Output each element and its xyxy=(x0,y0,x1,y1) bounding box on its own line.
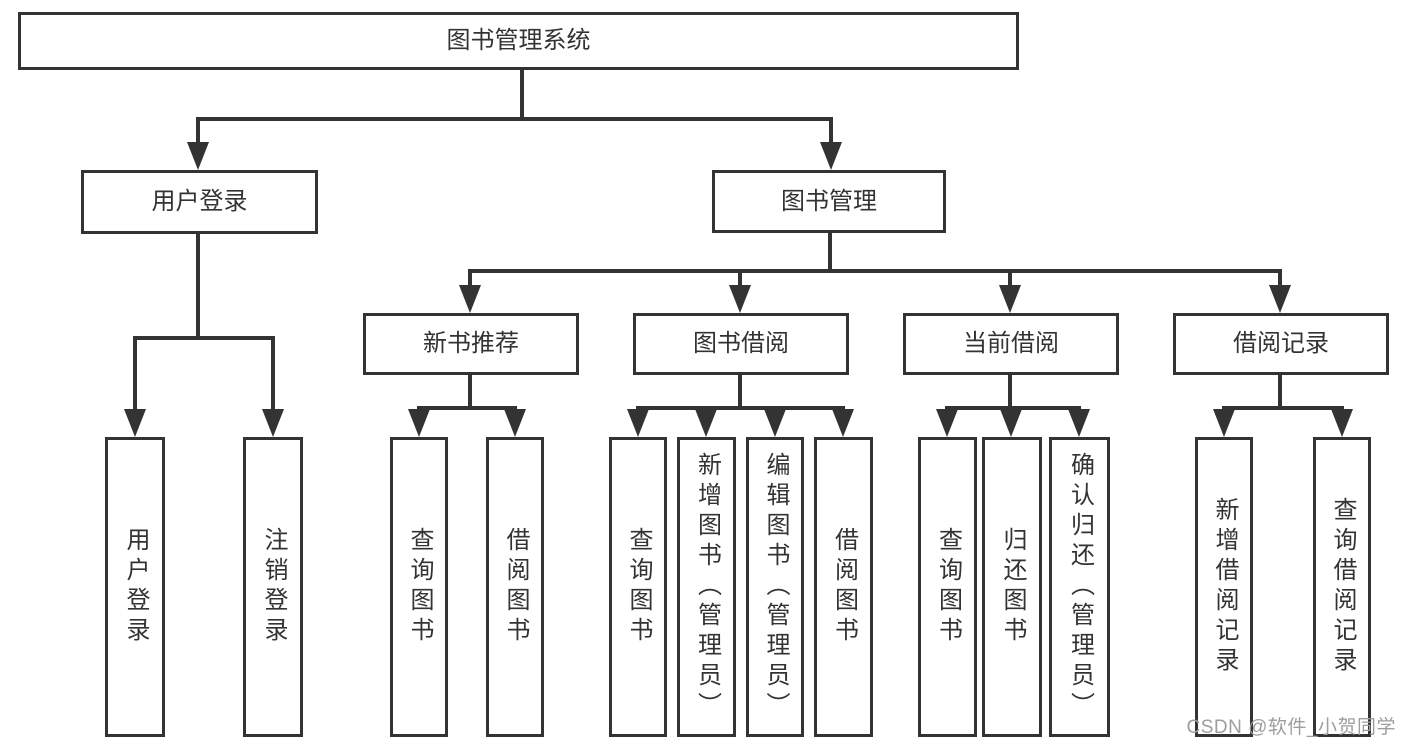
arrowhead-icon xyxy=(459,285,481,313)
node-borrow-books-recommend: 借阅图书 xyxy=(486,437,544,737)
arrowhead-icon xyxy=(832,409,854,437)
arrowhead-icon xyxy=(187,142,209,170)
arrowhead-icon xyxy=(627,409,649,437)
arrowhead-icon xyxy=(729,285,751,313)
node-add-books-admin: 新增图书（管理员） xyxy=(677,437,736,737)
arrowhead-icon xyxy=(124,409,146,437)
arrowhead-icon xyxy=(820,142,842,170)
arrowhead-icon xyxy=(1068,409,1090,437)
node-library-management-system: 图书管理系统 xyxy=(18,12,1019,70)
arrowhead-icon xyxy=(1000,409,1022,437)
connector-book-borrowing-branch xyxy=(636,373,845,415)
connector-user-login-branch xyxy=(133,232,275,415)
node-new-book-recommendation: 新书推荐 xyxy=(363,313,579,375)
arrowhead-icon xyxy=(1331,409,1353,437)
node-return-books: 归还图书 xyxy=(982,437,1042,737)
node-current-borrowing: 当前借阅 xyxy=(903,313,1119,375)
node-edit-books-admin: 编辑图书（管理员） xyxy=(746,437,804,737)
connector-current-borrowing-branch xyxy=(945,373,1081,415)
node-borrowing-records: 借阅记录 xyxy=(1173,313,1389,375)
arrowhead-icon xyxy=(999,285,1021,313)
arrowhead-icon xyxy=(695,409,717,437)
node-book-borrowing: 图书借阅 xyxy=(633,313,849,375)
node-borrow-books: 借阅图书 xyxy=(814,437,873,737)
node-query-books-recommend: 查询图书 xyxy=(390,437,448,737)
arrowhead-icon xyxy=(764,409,786,437)
node-add-borrow-record: 新增借阅记录 xyxy=(1195,437,1253,737)
node-user-login-action: 用户登录 xyxy=(105,437,165,737)
connector-book-management-branch xyxy=(468,231,1282,291)
node-user-login: 用户登录 xyxy=(81,170,318,234)
arrowhead-icon xyxy=(504,409,526,437)
node-confirm-return-admin: 确认归还（管理员） xyxy=(1049,437,1110,737)
arrowhead-icon xyxy=(408,409,430,437)
connector-borrowing-records-branch xyxy=(1222,373,1344,415)
arrowhead-icon xyxy=(1213,409,1235,437)
arrowheads xyxy=(124,142,1353,437)
node-book-management: 图书管理 xyxy=(712,170,946,233)
node-logout-action: 注销登录 xyxy=(243,437,303,737)
connector-root-branch xyxy=(196,68,833,146)
connector-new-book-branch xyxy=(417,373,517,415)
arrowhead-icon xyxy=(1269,285,1291,313)
watermark: CSDN @软件_小贺同学 xyxy=(1186,717,1396,738)
arrowhead-icon xyxy=(262,409,284,437)
node-query-borrow-record: 查询借阅记录 xyxy=(1313,437,1371,737)
arrowhead-icon xyxy=(936,409,958,437)
node-query-books-current: 查询图书 xyxy=(918,437,977,737)
node-query-books-borrow: 查询图书 xyxy=(609,437,667,737)
